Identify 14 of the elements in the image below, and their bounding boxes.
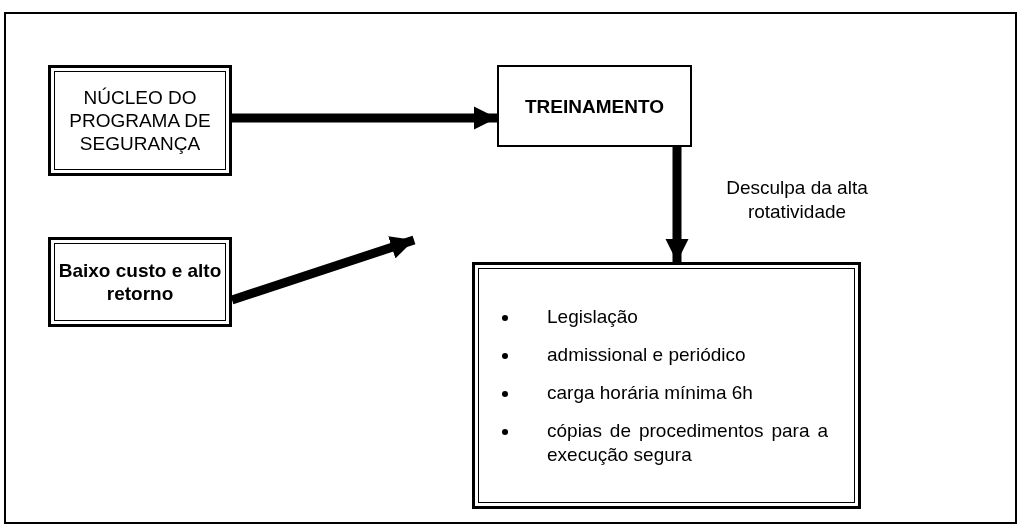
arrow (665, 147, 689, 262)
box-label: Baixo custo e alto retorno (57, 259, 223, 305)
list-item: cópias de procedimentos para a execução segura (547, 418, 828, 467)
process-box (48, 65, 232, 176)
list-item: carga horária mínima 6h (547, 380, 754, 405)
list-item: Legislação (547, 304, 639, 329)
arrow (230, 235, 416, 305)
process-box (497, 65, 692, 147)
box-title: TREINAMENTO (524, 94, 665, 118)
list-box (472, 262, 861, 509)
list-item: admissional e periódico (547, 342, 747, 367)
arrow (232, 106, 497, 130)
box-label: NÚCLEO DO PROGRAMA DE SEGURANÇA (68, 86, 212, 155)
process-box (48, 237, 232, 327)
